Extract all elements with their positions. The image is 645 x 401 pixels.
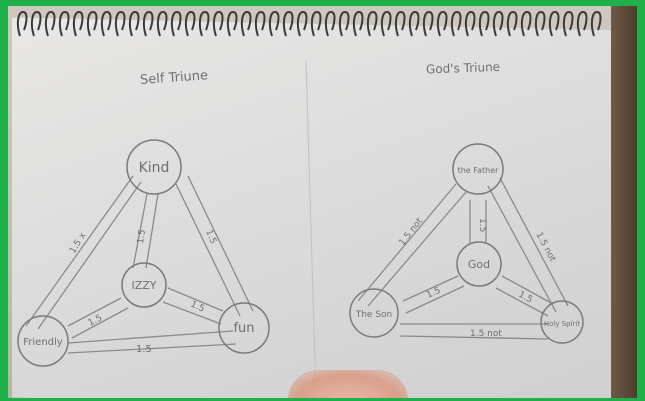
right-title: God's Triune	[426, 60, 501, 77]
spiral-coil	[464, 10, 476, 37]
spiral-coil	[86, 10, 98, 37]
spiral-coil	[100, 10, 112, 37]
spiral-coil	[310, 10, 322, 37]
spiral-coil	[170, 10, 182, 37]
hand-holding-page	[288, 370, 408, 398]
node-fun-label: fun	[233, 321, 254, 336]
right-edge-top-left-inner	[367, 191, 467, 307]
spiral-coil	[240, 10, 252, 37]
spiral-coil	[268, 10, 280, 37]
spiral-coil	[338, 10, 350, 37]
spiral-coil	[324, 10, 336, 37]
spiral-coil	[226, 10, 238, 37]
pencil-drawing: Self Triune Kind IZZY Friendly	[17, 60, 584, 398]
node-friendly	[17, 315, 69, 367]
node-the-son-label: The Son	[355, 310, 393, 320]
spiral-coil	[254, 10, 266, 37]
right-edge-top-right	[499, 177, 569, 307]
left-spoke-left	[67, 297, 129, 339]
node-kind-label: Kind	[139, 160, 170, 176]
node-holy-spirit-label: Holy Spirit	[544, 320, 581, 328]
spiral-coil	[198, 10, 210, 37]
left-edge-top-left	[25, 175, 134, 327]
spiral-coil	[142, 10, 154, 37]
node-the-father-label: the Father	[458, 166, 500, 175]
page-fold-line	[305, 60, 317, 398]
spiral-coil	[352, 10, 364, 37]
spiral-coil	[436, 10, 448, 37]
spiral-coil	[212, 10, 224, 37]
node-the-son	[349, 288, 399, 338]
spiral-coil	[16, 10, 28, 37]
node-izzy-label: IZZY	[131, 279, 156, 292]
spiral-coil	[534, 10, 546, 37]
left-edge-top-left-inner	[37, 181, 142, 330]
node-god-label: God	[468, 258, 490, 271]
spiral-coil	[590, 10, 602, 37]
right-edge-label-left-center: 1.5	[425, 286, 442, 301]
spiral-coil	[30, 10, 42, 37]
spiral-coil	[478, 10, 490, 37]
spiral-coil	[520, 10, 532, 37]
left-edge-label-outer-right: 1.5	[203, 228, 218, 245]
node-holy-spirit	[540, 300, 584, 344]
node-the-father	[452, 143, 504, 195]
self-triune-diagram: Self Triune Kind IZZY Friendly	[17, 68, 270, 367]
spiral-coil	[128, 10, 140, 37]
photo: Self Triune Kind IZZY Friendly	[8, 6, 637, 398]
right-edge-bottom-inner	[399, 335, 549, 340]
spiral-coil	[114, 10, 126, 37]
left-spoke-top	[132, 193, 159, 269]
node-fun	[218, 302, 270, 354]
node-kind	[126, 139, 182, 195]
spiral-coil	[492, 10, 504, 37]
spiral-coil	[394, 10, 406, 37]
spiral-coil	[576, 10, 588, 37]
node-friendly-label: Friendly	[23, 337, 63, 348]
right-edge-top-right-inner	[487, 185, 557, 313]
left-edge-bottom-inner	[67, 343, 237, 354]
spiral-coil	[380, 10, 392, 37]
right-edge-label-top-center: 1.5	[477, 218, 487, 232]
left-title: Self Triune	[140, 68, 209, 88]
node-god	[456, 241, 502, 287]
spiral-coil	[156, 10, 168, 37]
wooden-table-edge	[611, 6, 637, 398]
spiral-binding	[16, 10, 602, 37]
gods-triune-diagram: God's Triune the Father God The Son	[349, 60, 584, 344]
left-spoke-right	[162, 287, 224, 325]
left-edge-label-top-center: 1.5	[136, 229, 148, 245]
spiral-coil	[548, 10, 560, 37]
spiral-coil	[282, 10, 294, 37]
left-edge-label-bottom: 1.5	[136, 344, 152, 355]
spiral-coil	[296, 10, 308, 37]
spiral-coil	[408, 10, 420, 37]
spiral-coil	[450, 10, 462, 37]
spiral-coil	[422, 10, 434, 37]
right-edge-label-bottom: 1.5 not	[470, 329, 502, 339]
right-edge-label-outer-left: 1.5 not	[397, 216, 425, 248]
right-spoke-left	[402, 275, 465, 314]
spiral-coil	[506, 10, 518, 37]
spiral-coil	[184, 10, 196, 37]
left-edge-top-right-inner	[175, 183, 241, 317]
spiral-coil	[562, 10, 574, 37]
right-edge-top-left	[357, 183, 457, 302]
right-spoke-top	[469, 200, 487, 244]
spiral-coil	[72, 10, 84, 37]
left-edge-top-right	[187, 175, 254, 312]
spiral-coil	[58, 10, 70, 37]
left-edge-bottom	[67, 330, 234, 344]
node-izzy	[121, 262, 167, 308]
right-spoke-right	[495, 275, 554, 317]
spiral-coil	[44, 10, 56, 37]
spiral-coil	[366, 10, 378, 37]
